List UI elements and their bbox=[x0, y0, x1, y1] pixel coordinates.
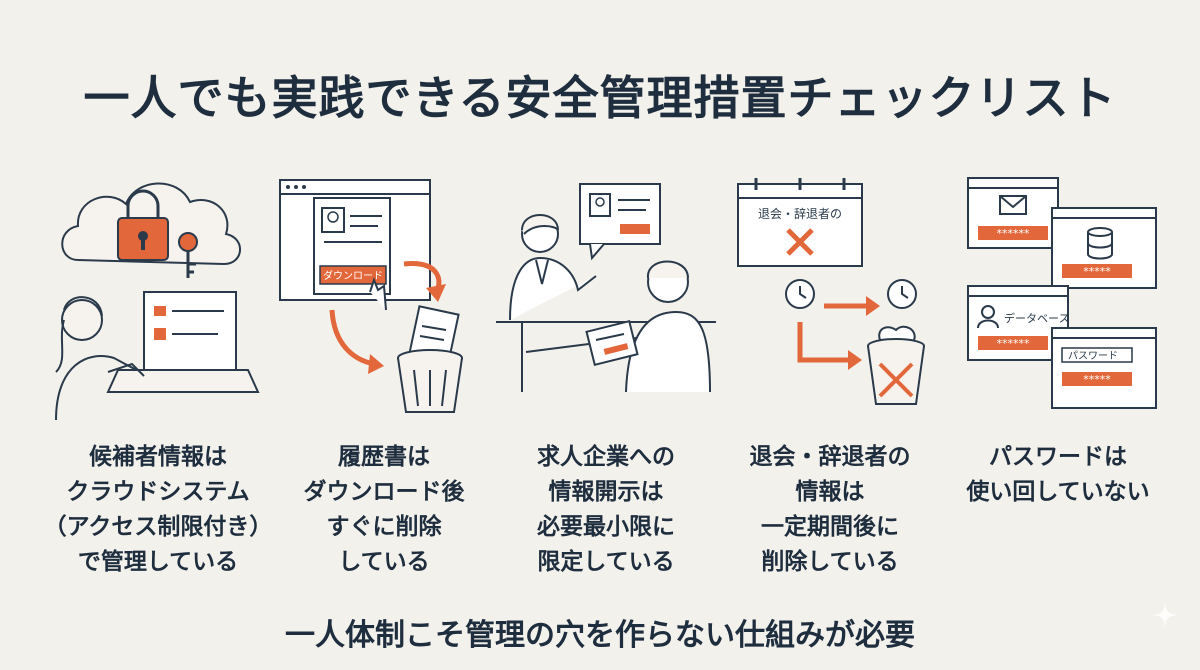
password-mask: ****** bbox=[997, 337, 1031, 350]
password-label: パスワード bbox=[1068, 350, 1118, 362]
caption-line: 限定している bbox=[537, 549, 675, 575]
caption-line: 使い回していない bbox=[966, 479, 1150, 505]
caption-line: で管理している bbox=[77, 549, 239, 575]
caption-line: 情報は bbox=[795, 479, 865, 505]
caption-line: 履歴書は bbox=[338, 444, 430, 470]
caption-line: 一定期間後に bbox=[761, 514, 899, 540]
password-mask: ***** bbox=[1083, 265, 1111, 278]
calendar-clock-delete-icon: 退会・辞退者の bbox=[737, 178, 925, 405]
download-button-label: ダウンロード bbox=[323, 269, 383, 282]
checklist-item-password: ****** ***** データベース ****** パスワード ***** パ… bbox=[948, 160, 1168, 590]
calendar-label: 退会・辞退者の bbox=[758, 206, 842, 221]
footer-message: 一人体制こそ管理の穴を作らない仕組みが必要 bbox=[285, 618, 915, 653]
checklist-item-meeting: 求人企業への 情報開示は 必要最小限に 限定している bbox=[496, 160, 716, 590]
checklist-item-cloud: 候補者情報は クラウドシステム （アクセス制限付き） で管理している bbox=[44, 160, 272, 590]
password-windows-icon: ****** ***** データベース ****** パスワード ***** bbox=[967, 177, 1157, 409]
item-caption: 候補者情報は クラウドシステム （アクセス制限付き） で管理している bbox=[38, 440, 278, 580]
item-caption: パスワードは 使い回していない bbox=[938, 440, 1178, 510]
item-caption: 退会・辞退者の 情報は 一定期間後に 削除している bbox=[710, 440, 950, 580]
caption-line: パスワードは bbox=[989, 444, 1127, 470]
item-caption: 求人企業への 情報開示は 必要最小限に 限定している bbox=[486, 440, 726, 580]
password-mask: ****** bbox=[997, 227, 1031, 240]
caption-line: 削除している bbox=[761, 549, 899, 575]
caption-line: 退会・辞退者の bbox=[749, 444, 911, 470]
caption-line: （アクセス制限付き） bbox=[43, 514, 273, 540]
caption-line: 候補者情報は bbox=[89, 444, 227, 470]
database-label: データベース bbox=[1004, 311, 1069, 325]
item-caption: 履歴書は ダウンロード後 すぐに削除 している bbox=[264, 440, 504, 580]
password-mask: ***** bbox=[1083, 373, 1111, 386]
checklist-item-retention: 退会・辞退者の 退会・辞退者の 情報は 一定期間後に 削除している bbox=[720, 160, 940, 590]
caption-line: している bbox=[338, 549, 430, 575]
caption-line: ダウンロード後 bbox=[303, 479, 465, 505]
sparkle-icon bbox=[1152, 602, 1178, 628]
resume-download-trash-icon: ダウンロード bbox=[279, 179, 463, 413]
cloud-lock-laptop-icon bbox=[55, 182, 260, 420]
caption-line: クラウドシステム bbox=[66, 479, 250, 505]
caption-line: すぐに削除 bbox=[326, 514, 442, 540]
recruiter-meeting-icon bbox=[496, 183, 716, 393]
checklist-item-resume: ダウンロード 履歴書は ダウンロード後 すぐに削除 している bbox=[274, 160, 494, 590]
caption-line: 求人企業への bbox=[537, 444, 675, 470]
caption-line: 必要最小限に bbox=[537, 514, 675, 540]
caption-line: 情報開示は bbox=[548, 479, 664, 505]
page-title: 一人でも実践できる安全管理措置チェックリスト bbox=[83, 71, 1117, 125]
